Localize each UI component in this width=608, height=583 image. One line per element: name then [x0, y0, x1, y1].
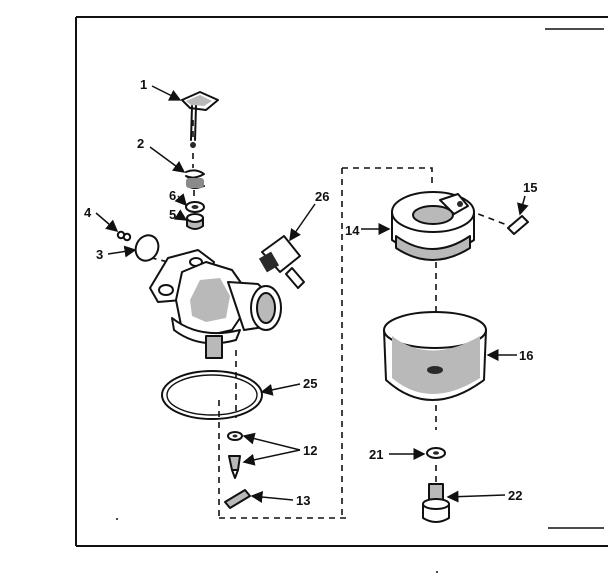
part-4-screw	[116, 230, 132, 242]
callout-16: 16	[519, 348, 533, 363]
leader-lines	[95, 85, 529, 503]
part-21-washer	[426, 447, 446, 459]
part-12-needle	[228, 455, 241, 479]
part-14-float	[391, 191, 475, 261]
part-1-needle-clip	[181, 91, 219, 148]
callout-22: 22	[508, 488, 522, 503]
callout-2: 2	[137, 136, 144, 151]
part-6-washer	[185, 201, 205, 213]
callout-14: 14	[345, 223, 360, 238]
part-15-hinge-pin	[507, 215, 529, 235]
part-26-fitting	[258, 235, 305, 289]
callout-labels: 1 2 6 5 4 3 26 14 15 16 25 12 21 22 13	[84, 77, 537, 508]
callout-6: 6	[169, 188, 176, 203]
part-2-spring	[185, 169, 205, 189]
callout-21: 21	[369, 447, 383, 462]
part-22-bowl-bolt	[422, 483, 450, 523]
part-3-gasket	[134, 234, 160, 262]
part-13-pin	[224, 489, 251, 509]
diagram-frame	[75, 16, 608, 547]
callout-12: 12	[303, 443, 317, 458]
carburetor-body	[149, 249, 282, 359]
callout-26: 26	[315, 189, 329, 204]
part-16-float-bowl	[383, 311, 487, 401]
callout-1: 1	[140, 77, 147, 92]
scan-specks	[116, 518, 438, 573]
callout-4: 4	[84, 205, 92, 220]
callout-3: 3	[96, 247, 103, 262]
part-12-washer	[227, 431, 243, 441]
callout-5: 5	[169, 207, 176, 222]
part-5-seat	[186, 213, 204, 230]
callout-25: 25	[303, 376, 317, 391]
part-25-o-ring	[161, 370, 263, 420]
callout-15: 15	[523, 180, 537, 195]
callout-13: 13	[296, 493, 310, 508]
